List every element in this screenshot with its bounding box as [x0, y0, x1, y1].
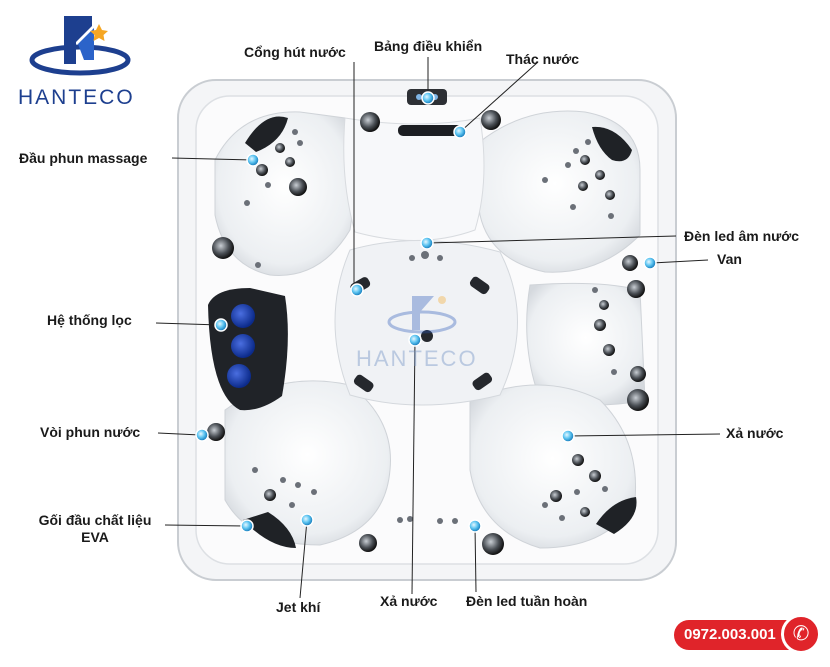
watermark-text: HANTECO: [356, 346, 478, 372]
dot-underwater-led: [421, 237, 433, 249]
dot-drain-right: [562, 430, 574, 442]
brand-name: HANTECO: [18, 86, 135, 110]
dot-air-jet: [301, 514, 313, 526]
phone-icon[interactable]: ✆: [781, 614, 821, 654]
dot-control-panel: [422, 92, 434, 104]
label-circulation-led: Đèn led tuần hoàn: [466, 593, 587, 610]
dot-headrest: [241, 520, 253, 532]
label-headrest-line2: EVA: [28, 529, 162, 546]
label-underwater-led: Đèn led âm nước: [684, 228, 799, 245]
label-headrest-line1: Gối đầu chất liệu: [28, 512, 162, 529]
dot-filter: [215, 319, 227, 331]
label-filter: Hệ thống lọc: [47, 312, 132, 329]
label-drain-right: Xả nước: [726, 425, 783, 442]
label-massage-jet: Đầu phun massage: [19, 150, 147, 167]
dot-circulation-led: [469, 520, 481, 532]
dot-waterfall: [454, 126, 466, 138]
waterfall-slot: [398, 125, 462, 136]
label-water-spout: Vòi phun nước: [40, 424, 140, 441]
label-waterfall: Thác nước: [506, 51, 579, 68]
label-headrest: Gối đầu chất liệu EVA: [28, 512, 162, 546]
label-control-panel: Bảng điều khiển: [374, 38, 482, 55]
label-drain-bottom: Xả nước: [380, 593, 437, 610]
label-air-jet: Jet khí: [276, 599, 320, 616]
label-suction: Cổng hút nước: [244, 44, 346, 61]
dot-drain-bottom: [409, 334, 421, 346]
brand-logo-icon: [8, 8, 148, 83]
label-valve: Van: [717, 251, 742, 268]
dot-valve: [644, 257, 656, 269]
dot-suction: [351, 284, 363, 296]
seat-top-left: [215, 112, 354, 276]
dot-massage: [247, 154, 259, 166]
dot-water-spout: [196, 429, 208, 441]
brand-logo: HANTECO: [8, 8, 148, 103]
